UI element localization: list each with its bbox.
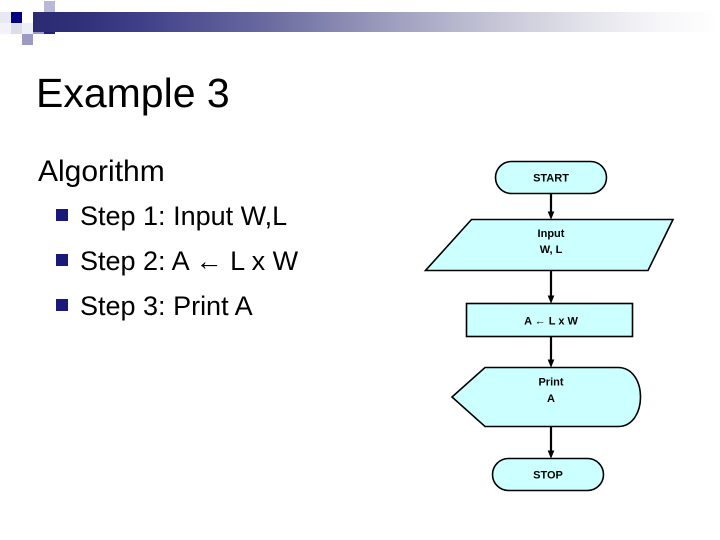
decoration-square bbox=[0, 23, 11, 34]
flow-node-stop-label: STOP bbox=[533, 470, 563, 482]
decoration-square bbox=[22, 34, 33, 45]
list-item: Step 3: Print A bbox=[38, 284, 423, 329]
decoration-square bbox=[33, 1, 44, 12]
flow-node-process-label: A ← L x W bbox=[524, 316, 578, 328]
decoration-square bbox=[22, 12, 33, 23]
decoration-square bbox=[0, 12, 11, 23]
algorithm-text-block: Algorithm Step 1: Input W,L Step 2: A ← … bbox=[38, 155, 423, 329]
decoration-square bbox=[11, 23, 22, 34]
title-gradient-bar bbox=[33, 12, 720, 32]
decoration-square bbox=[11, 12, 22, 23]
bullet-square-icon bbox=[56, 299, 68, 311]
step-3-label: Step 3: Print A bbox=[80, 291, 253, 321]
flow-node-print: Print A bbox=[450, 366, 642, 428]
flow-node-input: Input W, L bbox=[423, 218, 675, 272]
step-1-label: Step 1: Input W,L bbox=[80, 201, 288, 231]
page-title: Example 3 bbox=[36, 70, 230, 116]
display-shape bbox=[450, 366, 642, 428]
list-item: Step 2: A ← L x W bbox=[38, 239, 423, 284]
decoration-square bbox=[44, 1, 55, 12]
flow-node-stop: STOP bbox=[491, 457, 605, 492]
flow-node-start-label: START bbox=[533, 173, 569, 185]
bullet-square-icon bbox=[56, 254, 68, 266]
terminator-shape bbox=[491, 457, 605, 492]
algorithm-heading: Algorithm bbox=[38, 155, 165, 188]
process-shape bbox=[465, 302, 634, 338]
parallelogram-shape bbox=[423, 218, 675, 272]
flow-node-input-label-line2: W, L bbox=[540, 244, 563, 256]
slide-decoration bbox=[0, 0, 720, 50]
flow-node-start: START bbox=[494, 160, 608, 195]
flowchart-diagram: START Input W, L A ← L x W Pri bbox=[400, 150, 700, 510]
flow-node-process: A ← L x W bbox=[465, 302, 634, 338]
flowchart-svg: START Input W, L A ← L x W Pri bbox=[423, 160, 675, 492]
bullet-square-icon bbox=[56, 209, 68, 221]
flow-node-print-label-line2: A bbox=[547, 393, 555, 405]
flow-node-input-label-line1: Input bbox=[538, 228, 565, 240]
flow-node-print-label-line1: Print bbox=[538, 377, 563, 389]
decoration-square bbox=[22, 23, 33, 34]
list-item: Step 1: Input W,L bbox=[38, 194, 423, 239]
step-2-label: Step 2: A ← L x W bbox=[80, 246, 299, 276]
